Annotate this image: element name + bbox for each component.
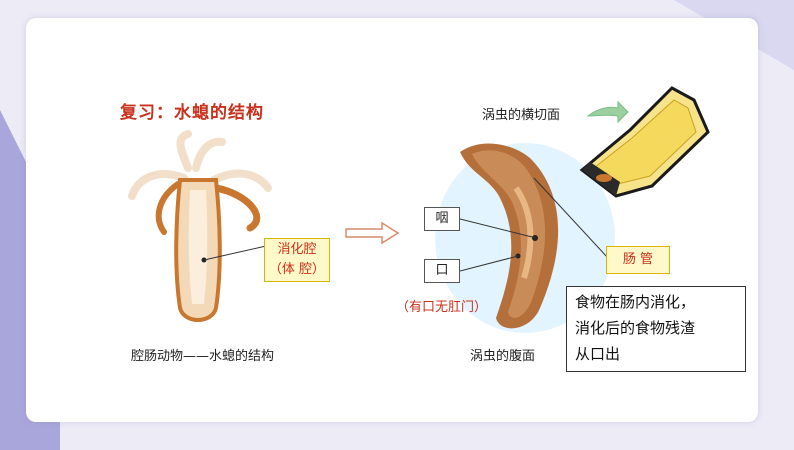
curved-arrow-icon	[586, 100, 629, 124]
no-anus-note: （有口无肛门）	[396, 300, 488, 315]
digestion-note-line-1: 食物在肠内消化，	[575, 293, 696, 311]
digestion-note-line-3: 从口出	[575, 345, 621, 363]
planaria-ventral-caption: 涡虫的腹面	[470, 349, 536, 364]
slide-title: 复习：水螅的结构	[120, 103, 264, 123]
hydra-caption: 腔肠动物——水螅的结构	[131, 349, 275, 364]
digestion-note: 食物在肠内消化， 消化后的食物残渣 从口出	[566, 286, 746, 372]
label-pointer-lines	[460, 177, 609, 272]
right-arrow-icon	[345, 222, 400, 244]
hydra-illustration	[128, 130, 272, 322]
planaria-ventral-illustration	[435, 143, 615, 333]
digestive-cavity-label: 消化腔 （体 腔）	[264, 238, 330, 282]
pharynx-label: 咽	[424, 207, 460, 231]
mouth-label: 口	[424, 259, 460, 283]
planaria-cross-section-caption: 涡虫的横切面	[482, 108, 561, 123]
intestine-label: 肠 管	[606, 246, 670, 274]
digestion-note-line-2: 消化后的食物残渣	[575, 319, 696, 337]
planaria-cross-section-illustration	[579, 86, 710, 198]
